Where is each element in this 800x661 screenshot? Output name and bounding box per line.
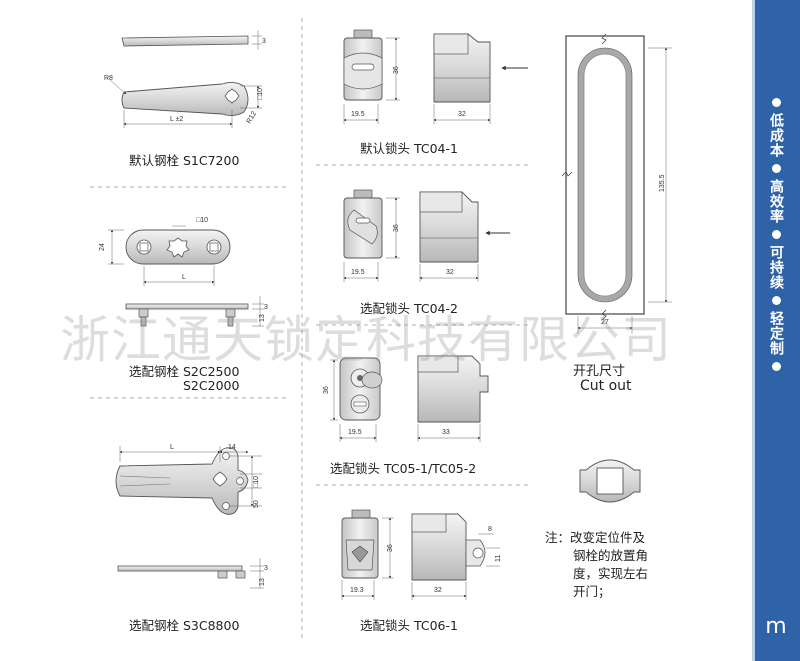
- note-line-4: 开门；: [573, 584, 611, 599]
- svg-text:13: 13: [259, 578, 266, 586]
- brand-sidebar: [752, 0, 800, 661]
- caption-s2c2000: S2C2000: [183, 378, 240, 393]
- caption-cutout-cn: 开孔尺寸: [573, 364, 626, 379]
- svg-text:36: 36: [393, 66, 400, 74]
- svg-text:50: 50: [253, 500, 260, 508]
- svg-text:□10: □10: [253, 476, 260, 488]
- bullet-icon: [771, 98, 781, 107]
- svg-text:36: 36: [387, 544, 394, 552]
- svg-text:L: L: [170, 444, 174, 451]
- svg-text:3: 3: [264, 565, 268, 572]
- svg-text:19.5: 19.5: [351, 111, 365, 118]
- svg-text:32: 32: [446, 269, 454, 276]
- sidebar-tail-text: m: [765, 614, 787, 639]
- tc04-2-drawing: 36 19.5 32: [343, 189, 510, 282]
- s3c8800-drawing: L 14 □10 50 3 13: [115, 444, 268, 589]
- bullet-icon: [771, 362, 781, 371]
- svg-text:32: 32: [458, 111, 466, 118]
- svg-text:3: 3: [264, 304, 268, 311]
- svg-text:32: 32: [434, 587, 442, 594]
- separators: [90, 18, 530, 640]
- svg-text:□10: □10: [196, 217, 208, 224]
- svg-text:36: 36: [323, 386, 330, 394]
- bullet-icon: [771, 230, 781, 239]
- svg-text:135.5: 135.5: [659, 174, 666, 192]
- svg-text:R8: R8: [104, 75, 113, 82]
- note-line-2: 钢栓的放置角: [573, 548, 649, 563]
- caption-s3c8800: 选配钢栓 S3C8800: [129, 618, 240, 633]
- svg-text:14: 14: [228, 444, 236, 451]
- caption-cutout-en: Cut out: [580, 378, 632, 394]
- svg-text:19.5: 19.5: [351, 269, 365, 276]
- sidebar-tag: 轻定制: [768, 311, 784, 356]
- positioning-part-drawing: [579, 459, 641, 503]
- caption-s1c7200: 默认钢栓 S1C7200: [129, 153, 240, 168]
- svg-text:L ±2: L ±2: [170, 116, 183, 123]
- cutout-drawing: 135.5 27: [561, 33, 672, 334]
- caption-tc05: 选配锁头 TC05-1/TC05-2: [330, 461, 477, 476]
- caption-tc04-1: 默认锁头 TC04-1: [360, 141, 458, 156]
- tc05-drawing: 36 19.5 33: [323, 355, 489, 442]
- svg-text:33: 33: [442, 429, 450, 436]
- svg-text:3: 3: [262, 38, 266, 45]
- caption-s2c2500: 选配钢栓 S2C2500: [129, 364, 240, 379]
- sidebar-tag: 可持续: [768, 245, 784, 290]
- bullet-icon: [771, 296, 781, 305]
- svg-text:27: 27: [601, 319, 609, 326]
- sidebar-edge: [752, 0, 755, 661]
- tc04-1-drawing: 36 19.5 32: [343, 29, 528, 124]
- tc06-1-drawing: 36 19.3 8 11 32: [341, 509, 502, 600]
- svg-text:□10: □10: [257, 88, 264, 100]
- svg-text:8: 8: [488, 526, 492, 533]
- company-watermark: 浙江通天锁定科技有限公司: [60, 311, 672, 369]
- caption-tc06-1: 选配锁头 TC06-1: [360, 618, 458, 633]
- s1c7200-drawing: 3 R8 □10 R12 L ±2: [104, 30, 266, 128]
- svg-text:13: 13: [259, 314, 266, 322]
- bullet-icon: [771, 164, 781, 173]
- svg-text:24: 24: [99, 243, 106, 251]
- svg-text:19.5: 19.5: [348, 429, 362, 436]
- note-line-1: 注：改变定位件及: [545, 530, 646, 545]
- svg-text:R12: R12: [246, 110, 259, 125]
- s2c2500-drawing: □10 24 L 3 13: [99, 217, 268, 327]
- svg-text:L: L: [182, 274, 186, 281]
- sidebar-tag-list: 低成本 高效率 可持续 轻定制: [764, 92, 788, 377]
- svg-text:36: 36: [393, 224, 400, 232]
- svg-text:19.3: 19.3: [350, 587, 364, 594]
- caption-tc04-2: 选配锁头 TC04-2: [360, 301, 458, 316]
- svg-text:11: 11: [495, 555, 502, 562]
- sidebar-tag: 低成本: [768, 113, 784, 158]
- technical-drawing-sheet: 3 R8 □10 R12 L ±2 □10 24 L: [90, 18, 672, 640]
- sidebar-tag: 高效率: [768, 179, 784, 224]
- note-line-3: 度，实现左右: [573, 566, 649, 581]
